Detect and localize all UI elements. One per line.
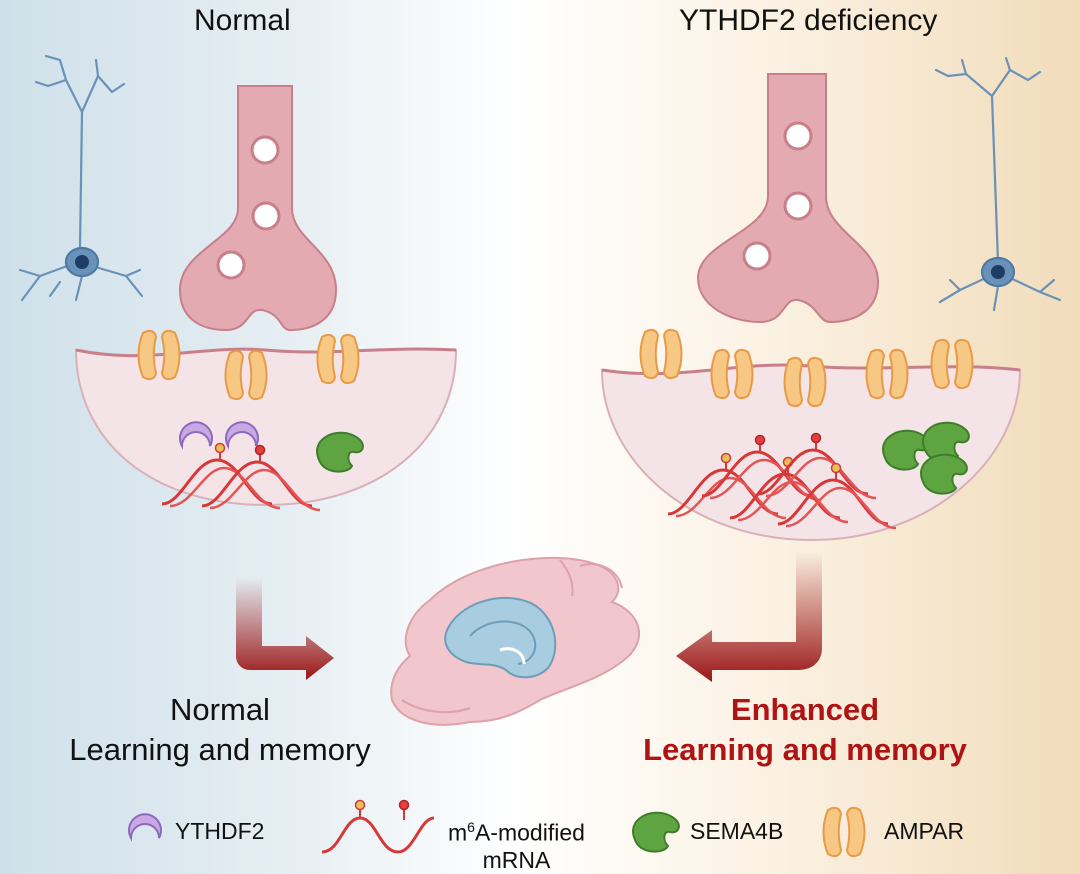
normal-outcome-line2: Learning and memory [69,732,371,767]
enhanced-outcome-line1: Enhanced [730,692,880,727]
legend-mrna-superscript: 6 [467,819,475,835]
neuron-right [934,56,1062,312]
presynaptic-terminal-right [696,73,880,324]
mouse-brain-icon [390,556,641,726]
normal-outcome: Normal Learning and memory [40,690,400,770]
normal-panel-title: Normal [194,4,291,37]
arrow-left-to-brain [236,578,334,680]
ampar-right-1 [639,328,683,380]
legend-ythdf2-label: YTHDF2 [175,818,265,844]
legend-mrna-icon [321,799,435,854]
legend-ampar-label: AMPAR [884,818,965,844]
legend-sema4b-label: SEMA4B [690,818,784,844]
neuron-left [18,54,144,302]
presynaptic-terminal-left [178,85,338,332]
normal-outcome-line1: Normal [170,692,270,727]
legend-mrna-label: m6A-modified mRNA [448,814,585,874]
legend-ythdf2-icon [128,813,162,839]
legend-mrna-suffix: A-modified [474,819,585,846]
legend-sema4b-icon [632,811,680,853]
legend-mrna-prefix: m [448,819,468,846]
enhanced-outcome: Enhanced Learning and memory [610,690,1000,770]
deficiency-panel-title: YTHDF2 deficiency [679,4,938,37]
legend-mrna-line2: mRNA [482,846,551,873]
arrow-right-to-brain [676,552,822,682]
legend-ampar-icon [822,806,866,858]
enhanced-outcome-line2: Learning and memory [643,732,967,767]
